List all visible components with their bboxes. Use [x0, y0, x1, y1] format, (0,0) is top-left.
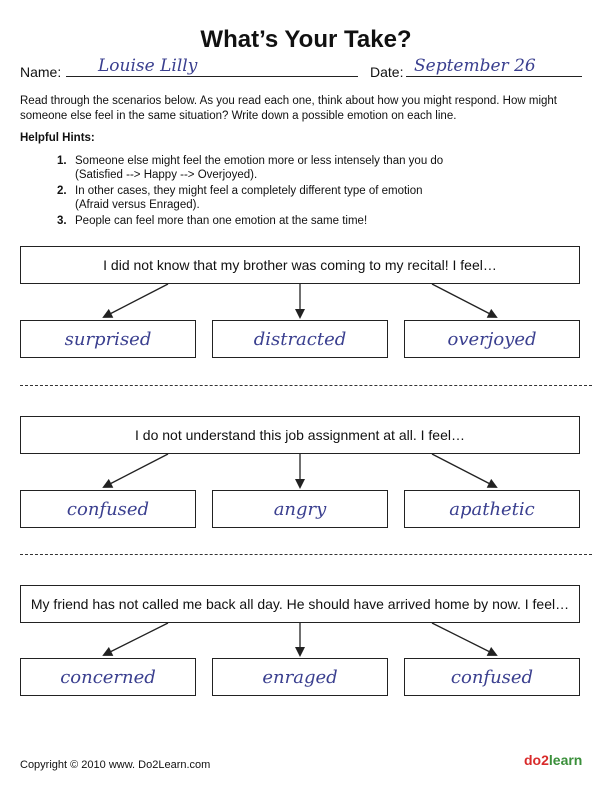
answer-box[interactable]: confused [404, 658, 580, 696]
copyright-notice: Copyright © 2010 www. Do2Learn.com [20, 759, 211, 771]
arrow-left [102, 453, 169, 488]
hint-number: 3. [57, 215, 67, 227]
instructions: Read through the scenarios below. As you… [20, 95, 557, 122]
section-divider [20, 385, 592, 386]
hints-heading: Helpful Hints: [20, 132, 95, 144]
answer-box[interactable]: concerned [20, 658, 196, 696]
hint-text: Someone else might feel the emotion more… [75, 155, 444, 167]
arrow-left [102, 622, 169, 656]
date-label: Date: [370, 64, 404, 80]
scenario-prompt: My friend has not called me back all day… [20, 585, 580, 623]
hint-example: (Satisfied --> Happy --> Overjoyed). [75, 169, 258, 181]
answer-box[interactable]: confused [20, 490, 196, 528]
answer-box[interactable]: angry [212, 490, 388, 528]
section-divider [20, 554, 592, 555]
answer-box[interactable]: distracted [212, 320, 388, 358]
hint-number: 1. [57, 155, 67, 167]
arrow-right [431, 622, 498, 656]
do2learn-logo: do2learn [524, 752, 582, 768]
name-line [66, 76, 358, 77]
date-line [406, 76, 582, 77]
answer-box[interactable]: surprised [20, 320, 196, 358]
date-field[interactable]: September 26 [414, 56, 536, 76]
arrow-right [431, 453, 498, 488]
answer-box[interactable]: apathetic [404, 490, 580, 528]
arrow-right [431, 283, 498, 318]
hint-text: In other cases, they might feel a comple… [75, 185, 423, 197]
worksheet-title: What’s Your Take? [200, 26, 412, 53]
hint-number: 2. [57, 185, 67, 197]
answer-box[interactable]: overjoyed [404, 320, 580, 358]
logo-part: learn [548, 752, 583, 768]
arrow-left [102, 283, 169, 318]
scenario-prompt: I did not know that my brother was comin… [20, 246, 580, 284]
scenario-prompt: I do not understand this job assignment … [20, 416, 580, 454]
logo-part: do2 [524, 752, 549, 768]
answer-box[interactable]: enraged [212, 658, 388, 696]
hint-example: (Afraid versus Enraged). [75, 199, 200, 211]
name-field[interactable]: Louise Lilly [98, 56, 198, 76]
hint-text: People can feel more than one emotion at… [75, 215, 368, 227]
name-label: Name: [20, 64, 62, 80]
